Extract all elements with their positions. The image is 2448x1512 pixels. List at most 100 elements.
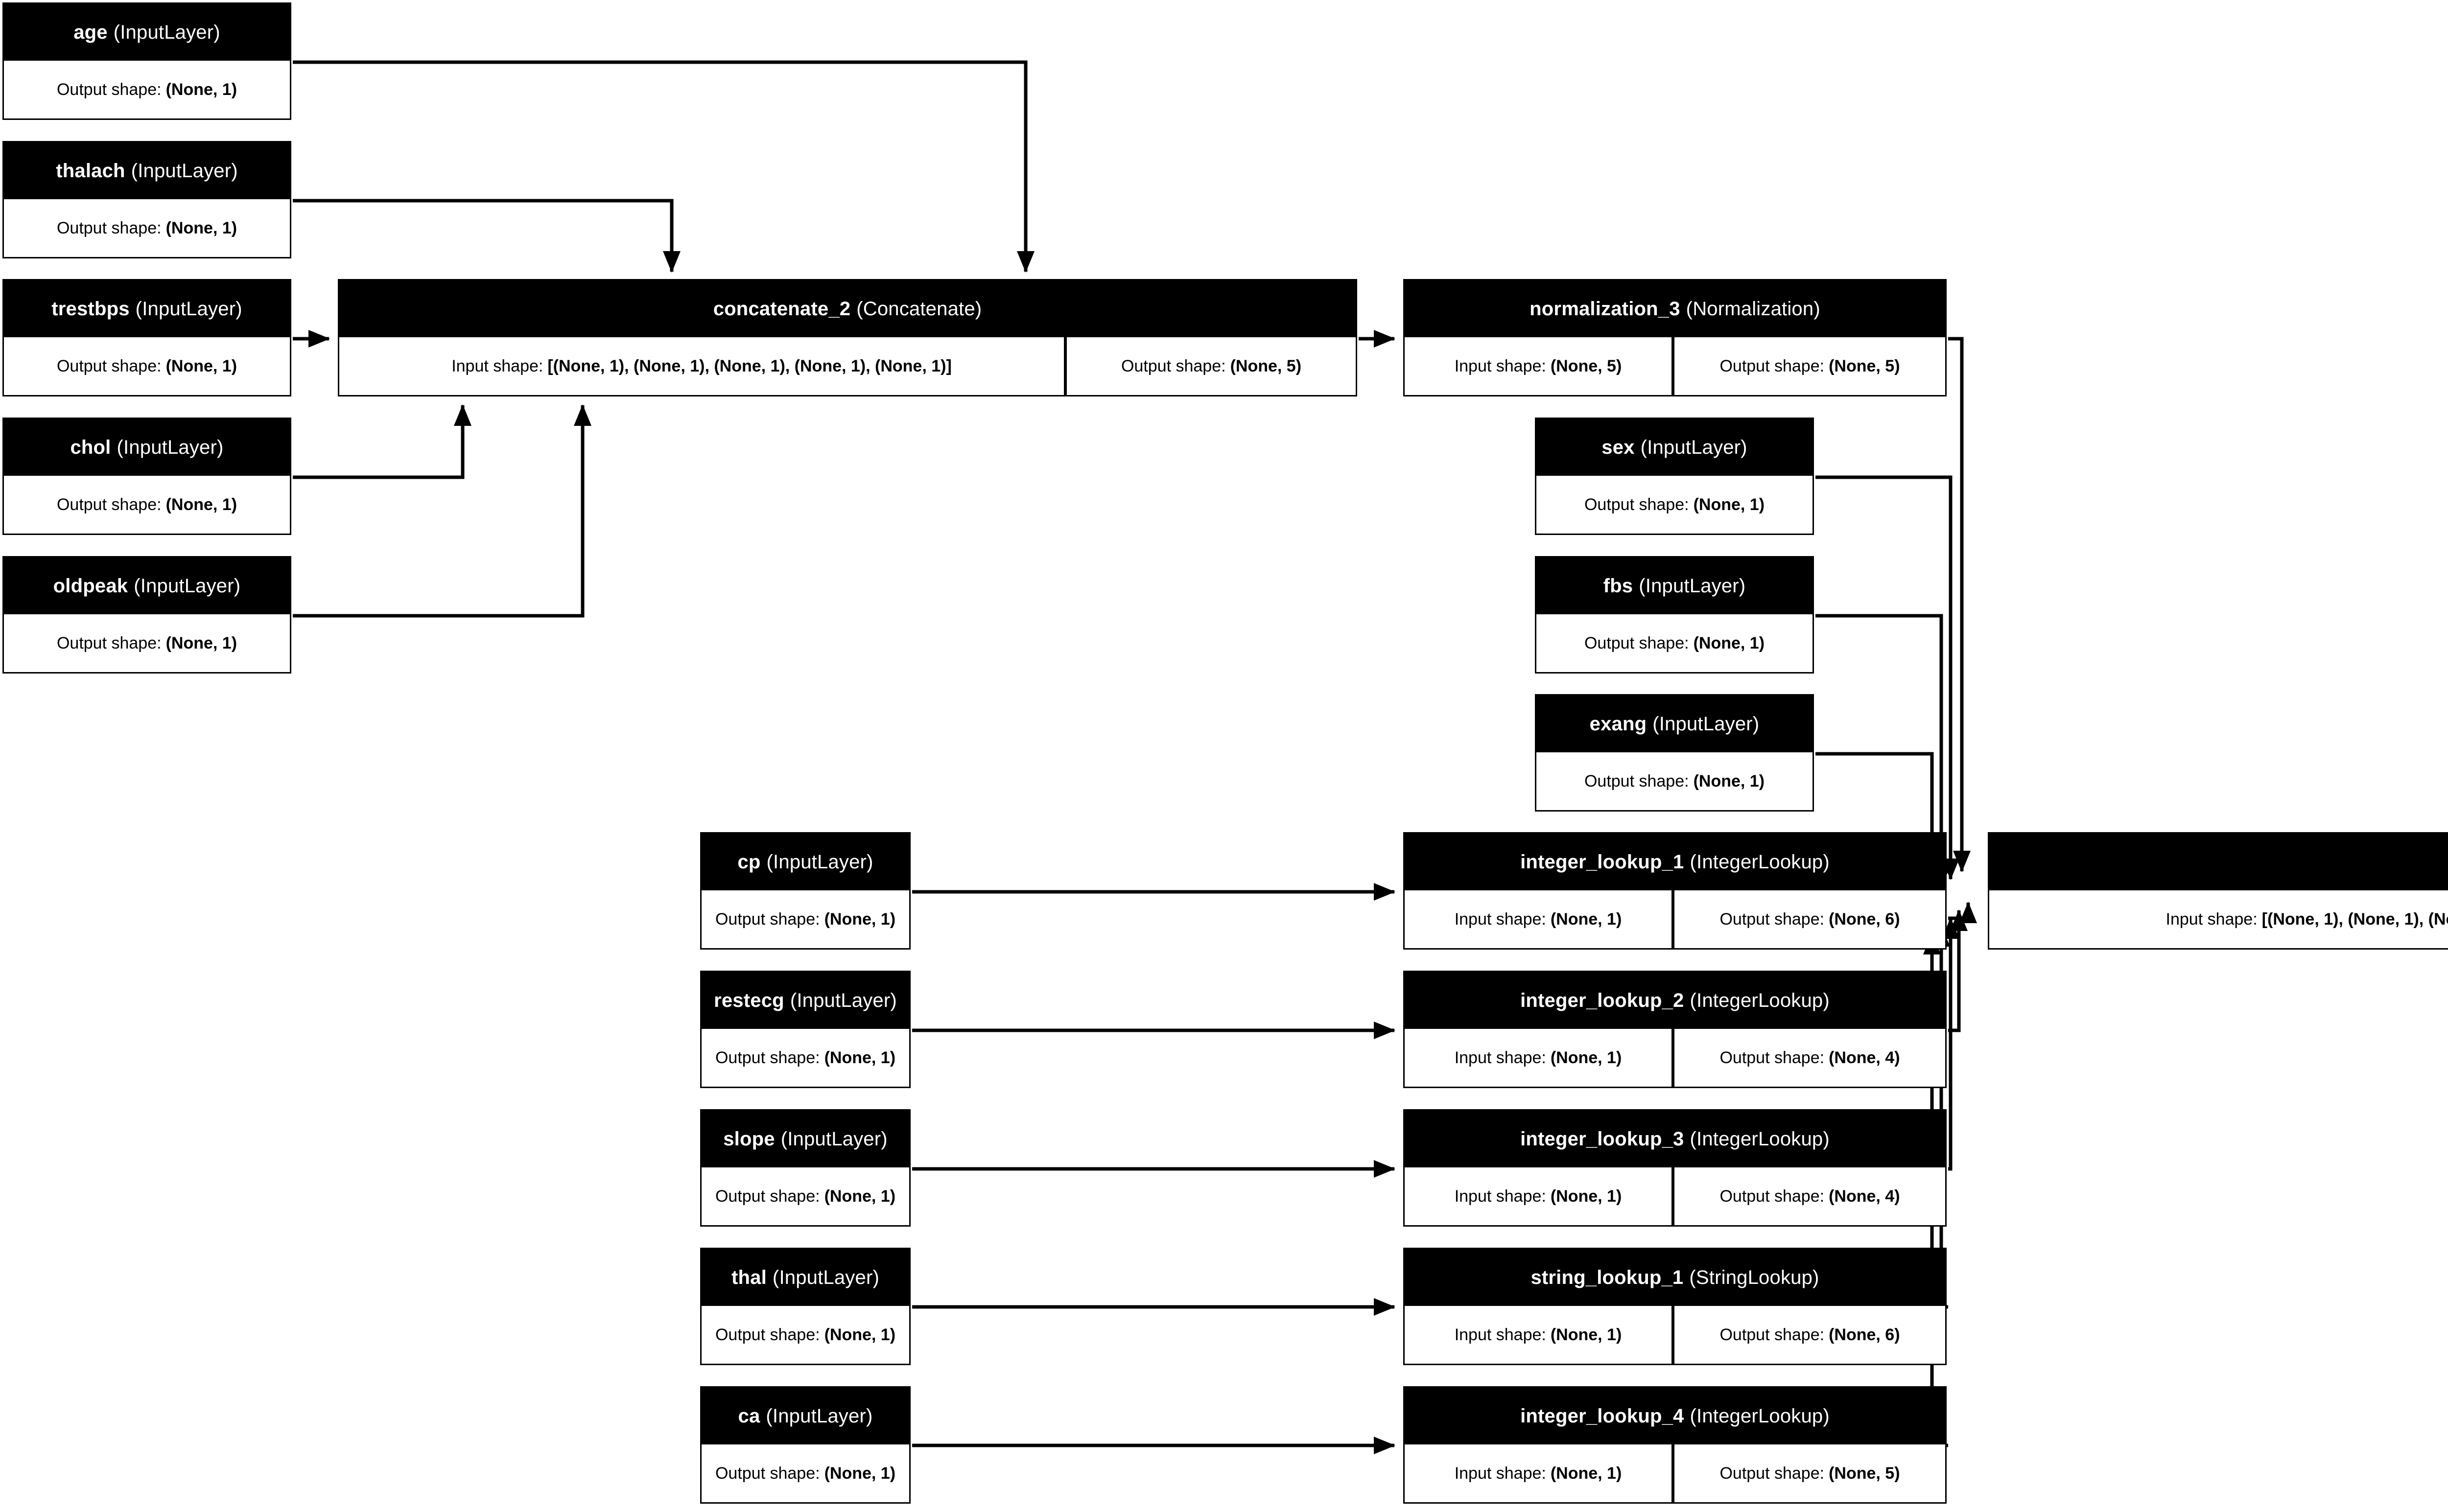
node-layer-type: (InputLayer) (1640, 437, 1747, 458)
shape-label: Input shape: (1454, 1464, 1546, 1483)
node-integer_lookup_3[interactable]: integer_lookup_3 (IntegerLookup) Input sha… (1403, 1109, 1947, 1227)
node-layer-name: integer_lookup_4 (1520, 1405, 1684, 1427)
node-output-shape-sex: Output shape:(None, 1) (1536, 476, 1812, 534)
node-age[interactable]: age(InputLayer)Output shape:(None, 1) (2, 2, 291, 120)
shape-value: (None, 6) (1829, 1326, 1900, 1344)
edge-oldpeak-to-concatenate2 (293, 404, 591, 618)
shape-value: (None, 1) (1550, 1187, 1622, 1206)
node-input-shape-concatenate_2: Input shape:[(None, 1), (None, 1), (None… (339, 337, 1064, 395)
node-title-restecg: restecg (InputLayer) (702, 972, 909, 1029)
node-shapes-fbs: Output shape:(None, 1) (1536, 614, 1812, 672)
node-restecg[interactable]: restecg(InputLayer)Output shape:(None, 1… (700, 971, 911, 1088)
shape-label: Output shape: (715, 1464, 820, 1483)
node-title-chol: chol (InputLayer) (4, 419, 290, 476)
node-layer-type: (StringLookup) (1689, 1267, 1819, 1288)
node-layer-type: (InputLayer) (790, 990, 897, 1011)
node-normalization_3[interactable]: normalization_3(Normalization)Input shap… (1403, 279, 1947, 396)
node-integer_lookup_2[interactable]: integer_lookup_2 (IntegerLookup) Input sha… (1403, 971, 1947, 1088)
node-layer-name: integer_lookup_3 (1520, 1128, 1684, 1150)
node-output-shape-integer_lookup_2: Output shape:(None, 4) (1674, 1029, 1945, 1087)
node-shapes-integer_lookup_4: Input shape:(None, 1)Output shape:(None,… (1405, 1444, 1945, 1502)
node-layer-type: (InputLayer) (117, 437, 224, 458)
node-shapes-integer_lookup_1: Input shape:(None, 1)Output shape:(None,… (1405, 890, 1945, 948)
node-title-concatenate_3: concatenate_3(Concatenate) (1989, 834, 2448, 890)
node-layer-name: age (73, 22, 108, 43)
node-layer-type: (InputLayer) (766, 1405, 873, 1427)
node-integer_lookup_4[interactable]: integer_lookup_4(IntegerLookup)Input sha… (1403, 1386, 1947, 1504)
shape-label: Output shape: (1584, 634, 1689, 652)
shape-value: (None, 1) (824, 1048, 896, 1067)
edge-integerlookup2-to-concatenate3 (1948, 909, 1968, 1032)
node-shapes-integer_lookup_2: Input shape:(None, 1)Output shape:(None,… (1405, 1029, 1945, 1087)
node-shapes-thalach: Output shape:(None, 1) (4, 199, 290, 257)
node-thalach[interactable]: thalach(InputLayer)Output shape:(None, 1… (2, 141, 291, 258)
shape-label: Input shape: (2166, 910, 2258, 929)
node-title-fbs: fbs(InputLayer) (1536, 558, 1812, 614)
shape-label: Output shape: (715, 910, 820, 929)
shape-label: Output shape: (56, 357, 162, 375)
node-layer-type: (IntegerLookup) (1690, 990, 1830, 1011)
shape-label: Output shape: (715, 1187, 820, 1206)
node-output-shape-integer_lookup_4: Output shape:(None, 5) (1674, 1444, 1945, 1502)
node-layer-type: (InputLayer) (131, 160, 238, 182)
edge-thalach-to-concatenate2 (293, 199, 681, 273)
shape-label: Input shape: (1454, 1326, 1546, 1344)
node-output-shape-oldpeak: Output shape:(None, 1) (4, 614, 290, 672)
node-layer-type: (InputLayer) (766, 851, 873, 873)
node-cp[interactable]: cp(InputLayer)Output shape:(None, 1) (700, 832, 911, 950)
node-thal[interactable]: thal(InputLayer)Output shape:(None, 1) (700, 1248, 911, 1365)
shape-value: (None, 1) (1693, 772, 1765, 791)
shape-value: (None, 1) (1550, 1326, 1622, 1344)
node-output-shape-fbs: Output shape:(None, 1) (1536, 614, 1812, 672)
node-sex[interactable]: sex(InputLayer)Output shape:(None, 1) (1535, 418, 1814, 535)
node-layer-type: (IntegerLookup) (1690, 1128, 1830, 1150)
node-concatenate_3[interactable]: concatenate_3(Concatenate)Input shape:[(… (1988, 832, 2448, 950)
node-output-shape-normalization_3: Output shape:(None, 5) (1674, 337, 1945, 395)
node-exang[interactable]: exang(InputLayer)Output shape:(None, 1) (1535, 694, 1814, 812)
node-oldpeak[interactable]: oldpeak(InputLayer)Output shape:(None, 1… (2, 556, 291, 674)
node-layer-name: chol (70, 437, 111, 458)
node-ca[interactable]: ca(InputLayer)Output shape:(None, 1) (700, 1386, 911, 1504)
edge-age-to-concatenate2 (293, 60, 1035, 273)
shape-label: Output shape: (56, 634, 162, 652)
shape-label: Output shape: (1719, 1187, 1825, 1206)
node-concatenate_2[interactable]: concatenate_2(Concatenate)Input shape:[(… (338, 279, 1357, 396)
node-fbs[interactable]: fbs(InputLayer)Output shape:(None, 1) (1535, 556, 1814, 674)
node-layer-name: restecg (714, 990, 784, 1011)
shape-value: (None, 6) (1829, 910, 1900, 929)
node-slope[interactable]: slope(InputLayer)Output shape:(None, 1) (700, 1109, 911, 1227)
node-layer-type: (InputLayer) (135, 298, 242, 320)
node-title-integer_lookup_1: integer_lookup_1(IntegerLookup) (1405, 834, 1945, 890)
node-layer-type: (InputLayer) (772, 1267, 879, 1288)
node-trestbps[interactable]: trestbps(InputLayer)Output shape:(None, … (2, 279, 291, 396)
node-layer-type: (Concatenate) (856, 298, 982, 320)
node-shapes-integer_lookup_3: Input shape:(None, 1) Output shape: (None,… (1405, 1167, 1945, 1225)
node-layer-type: (InputLayer) (134, 575, 241, 597)
shape-label: Output shape: (56, 495, 162, 514)
edge-integerlookup3-to-concatenate3 (1942, 917, 1959, 1171)
shape-label: Output shape: (56, 80, 162, 99)
shape-label: Output shape: (1719, 1326, 1825, 1344)
node-layer-name: exang (1589, 713, 1647, 735)
node-layer-name: trestbps (51, 298, 130, 320)
node-layer-type: (Normalization) (1686, 298, 1820, 320)
shape-value: (None, 5) (1829, 1464, 1900, 1483)
node-layer-name: sex (1601, 437, 1635, 458)
node-chol[interactable]: chol(InputLayer)Output shape:(None, 1) (2, 418, 291, 535)
shape-value: (None, 5) (1829, 357, 1900, 375)
node-output-shape-cp: Output shape:(None, 1) (702, 890, 909, 948)
shape-label: Input shape: (1454, 1187, 1546, 1206)
node-output-shape-thalach: Output shape:(None, 1) (4, 199, 290, 257)
shape-value: (None, 1) (165, 634, 237, 652)
node-string_lookup_1[interactable]: string_lookup_1(StringLookup)Input shape… (1403, 1248, 1947, 1365)
node-layer-name: integer_lookup_2 (1520, 990, 1684, 1011)
node-title-integer_lookup_2: integer_lookup_2 (IntegerLookup) (1405, 972, 1945, 1029)
node-title-sex: sex(InputLayer) (1536, 419, 1812, 476)
edge-normalization3-to-concatenate3 (1948, 337, 1971, 872)
node-input-shape-concatenate_3: Input shape:[(None, 1), (None, 1), (None… (1989, 890, 2448, 948)
node-integer_lookup_1[interactable]: integer_lookup_1(IntegerLookup)Input sha… (1403, 832, 1947, 950)
node-input-shape-integer_lookup_3: Input shape:(None, 1) (1405, 1167, 1671, 1225)
node-title-integer_lookup_3: integer_lookup_3 (IntegerLookup) (1405, 1111, 1945, 1167)
